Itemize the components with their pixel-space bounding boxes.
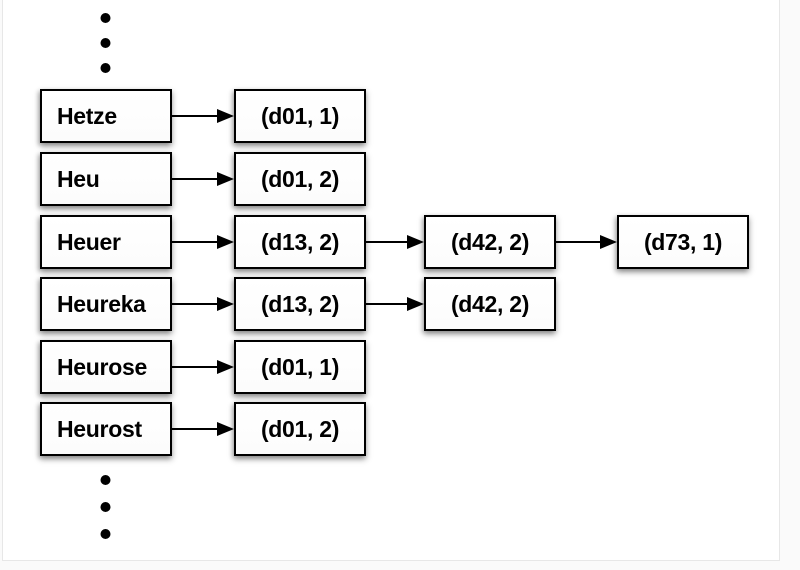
arrow [172,235,234,249]
arrow [172,360,234,374]
arrowhead-icon [217,109,234,123]
posting-box: (d13, 2) [234,277,366,331]
arrow [172,172,234,186]
arrow [366,235,424,249]
posting-box-label: (d13, 2) [260,290,340,317]
term-box-hetze: Hetze [40,89,172,143]
posting-box: (d73, 1) [617,215,749,269]
posting-box-label: (d01, 1) [260,102,340,129]
term-box-heuer-label: Heuer [57,228,121,255]
arrowhead-icon [217,172,234,186]
term-box-heurost-label: Heurost [57,415,142,442]
posting-box-label: (d13, 2) [260,228,340,255]
arrowhead-icon [217,360,234,374]
arrowhead-icon [217,235,234,249]
arrow [556,235,617,249]
arrow [172,297,234,311]
posting-box: (d42, 2) [424,215,556,269]
arrowhead-icon [217,297,234,311]
arrowhead-icon [600,235,617,249]
posting-box-label: (d01, 2) [260,165,340,192]
posting-box-label: (d01, 2) [260,415,340,442]
posting-box: (d01, 1) [234,89,366,143]
posting-box: (d42, 2) [424,277,556,331]
term-box-heuer: Heuer [40,215,172,269]
posting-box-label: (d42, 2) [450,228,530,255]
arrow [172,109,234,123]
term-box-heurose: Heurose [40,340,172,394]
term-box-heureka: Heureka [40,277,172,331]
term-box-hetze-label: Hetze [57,102,117,129]
arrowhead-icon [407,297,424,311]
arrow [366,297,424,311]
bottom-ellipsis-dot [100,475,111,485]
top-ellipsis-dot [100,63,111,73]
bottom-ellipsis-dot [100,502,111,512]
bottom-ellipsis-dot [100,529,111,539]
arrowhead-icon [407,235,424,249]
top-ellipsis-dot [100,13,111,23]
term-box-heu: Heu [40,152,172,206]
term-box-heureka-label: Heureka [57,290,146,317]
top-ellipsis-dot [100,38,111,48]
posting-box: (d01, 1) [234,340,366,394]
term-box-heurose-label: Heurose [57,353,147,380]
posting-box-label: (d42, 2) [450,290,530,317]
posting-box: (d01, 2) [234,402,366,456]
posting-box-label: (d73, 1) [643,228,723,255]
posting-box-label: (d01, 1) [260,353,340,380]
arrow [172,422,234,436]
term-box-heurost: Heurost [40,402,172,456]
arrowhead-icon [217,422,234,436]
posting-box: (d13, 2) [234,215,366,269]
term-box-heu-label: Heu [57,165,100,192]
posting-box: (d01, 2) [234,152,366,206]
